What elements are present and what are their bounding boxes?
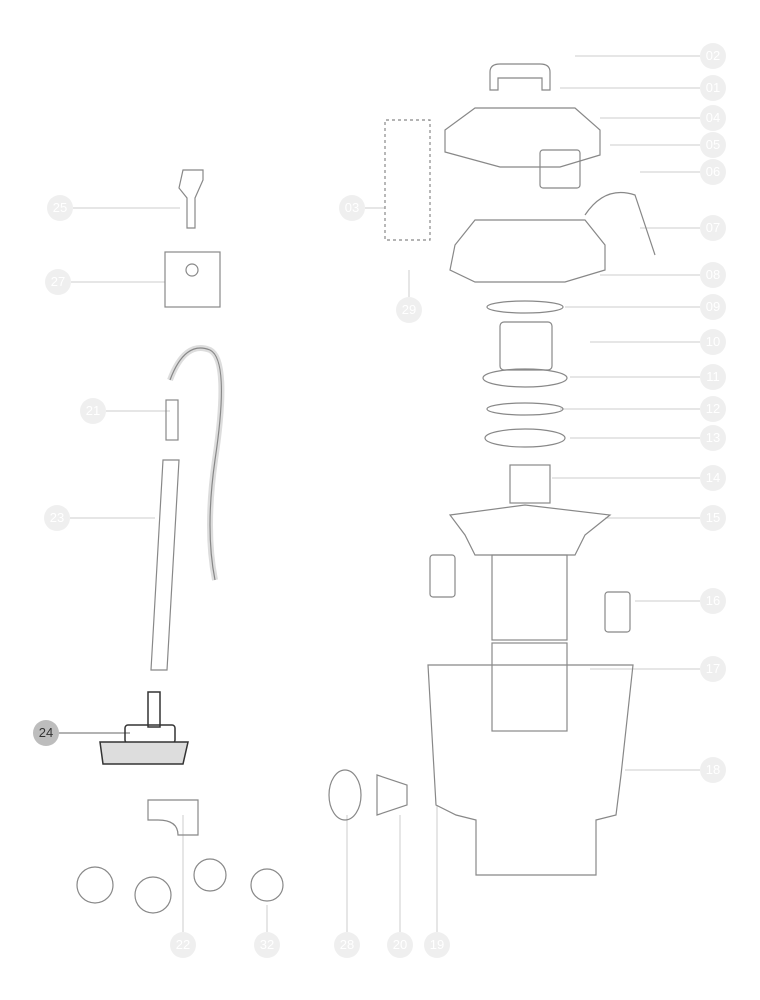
right-assembly: [384, 63, 656, 876]
callout[interactable]: 04: [700, 105, 726, 131]
callout[interactable]: 21: [80, 398, 106, 424]
callout[interactable]: 11: [700, 364, 726, 390]
callout[interactable]: 03: [339, 195, 365, 221]
callout[interactable]: 08: [700, 262, 726, 288]
callout-highlighted[interactable]: 24: [33, 720, 59, 746]
callout[interactable]: 28: [334, 932, 360, 958]
callout[interactable]: 22: [170, 932, 196, 958]
callout[interactable]: 15: [700, 505, 726, 531]
callout[interactable]: 02: [700, 43, 726, 69]
callout[interactable]: 06: [700, 159, 726, 185]
callout[interactable]: 10: [700, 329, 726, 355]
callout[interactable]: 18: [700, 757, 726, 783]
left-parts: [76, 169, 408, 914]
callout[interactable]: 32: [254, 932, 280, 958]
callout[interactable]: 14: [700, 465, 726, 491]
leader-lines: [59, 55, 700, 932]
callout[interactable]: 25: [47, 195, 73, 221]
floor-nozzle: [99, 691, 189, 765]
callout[interactable]: 09: [700, 294, 726, 320]
callout[interactable]: 27: [45, 269, 71, 295]
callout[interactable]: 16: [700, 588, 726, 614]
callout[interactable]: 13: [700, 425, 726, 451]
callout[interactable]: 17: [700, 656, 726, 682]
callout[interactable]: 01: [700, 75, 726, 101]
callout[interactable]: 05: [700, 132, 726, 158]
callout[interactable]: 23: [44, 505, 70, 531]
callout[interactable]: 20: [387, 932, 413, 958]
callout[interactable]: 29: [396, 297, 422, 323]
callout[interactable]: 12: [700, 396, 726, 422]
callout[interactable]: 07: [700, 215, 726, 241]
callout[interactable]: 19: [424, 932, 450, 958]
